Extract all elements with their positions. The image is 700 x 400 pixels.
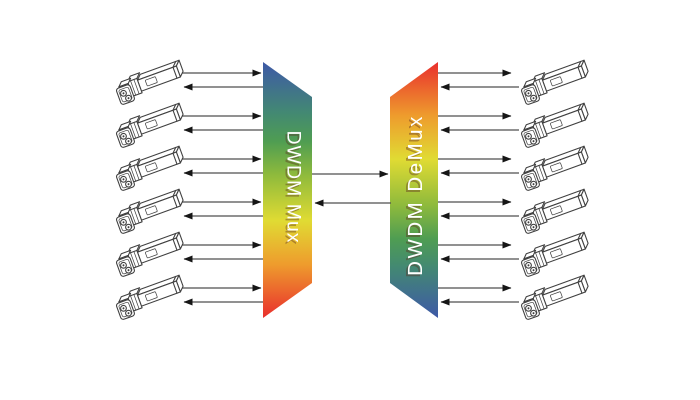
right-transceiver-group [517,57,593,321]
dwdm-demux-shape [390,62,438,318]
dwdm-mux-label-shadow: DWDM Mux [280,132,302,245]
dwdm-demux-label: DWDM DeMux [404,114,427,276]
sfp-transceiver-icon-right [517,100,593,149]
left-fiber-links [181,69,263,306]
sfp-transceiver-icon-left [112,143,188,192]
sfp-transceiver-icon-right [517,229,593,278]
left-transceiver-group [112,57,188,321]
sfp-transceiver-icon-right [517,272,593,321]
trunk-fiber-links [312,170,391,207]
dwdm-demux-label-shadow: DWDM DeMux [402,116,425,278]
sfp-transceiver-icon-right [517,57,593,106]
sfp-transceiver-icon-left [112,186,188,235]
dwdm-mux-shape [263,62,312,318]
sfp-transceiver-icon-left [112,272,188,321]
sfp-transceiver-icon-left [112,100,188,149]
dwdm-mux-label: DWDM Mux [282,130,304,243]
sfp-transceiver-icon-left [112,57,188,106]
right-fiber-links [438,69,519,306]
sfp-transceiver-icon-left [112,229,188,278]
sfp-transceiver-icon-right [517,143,593,192]
sfp-transceiver-icon-right [517,186,593,235]
